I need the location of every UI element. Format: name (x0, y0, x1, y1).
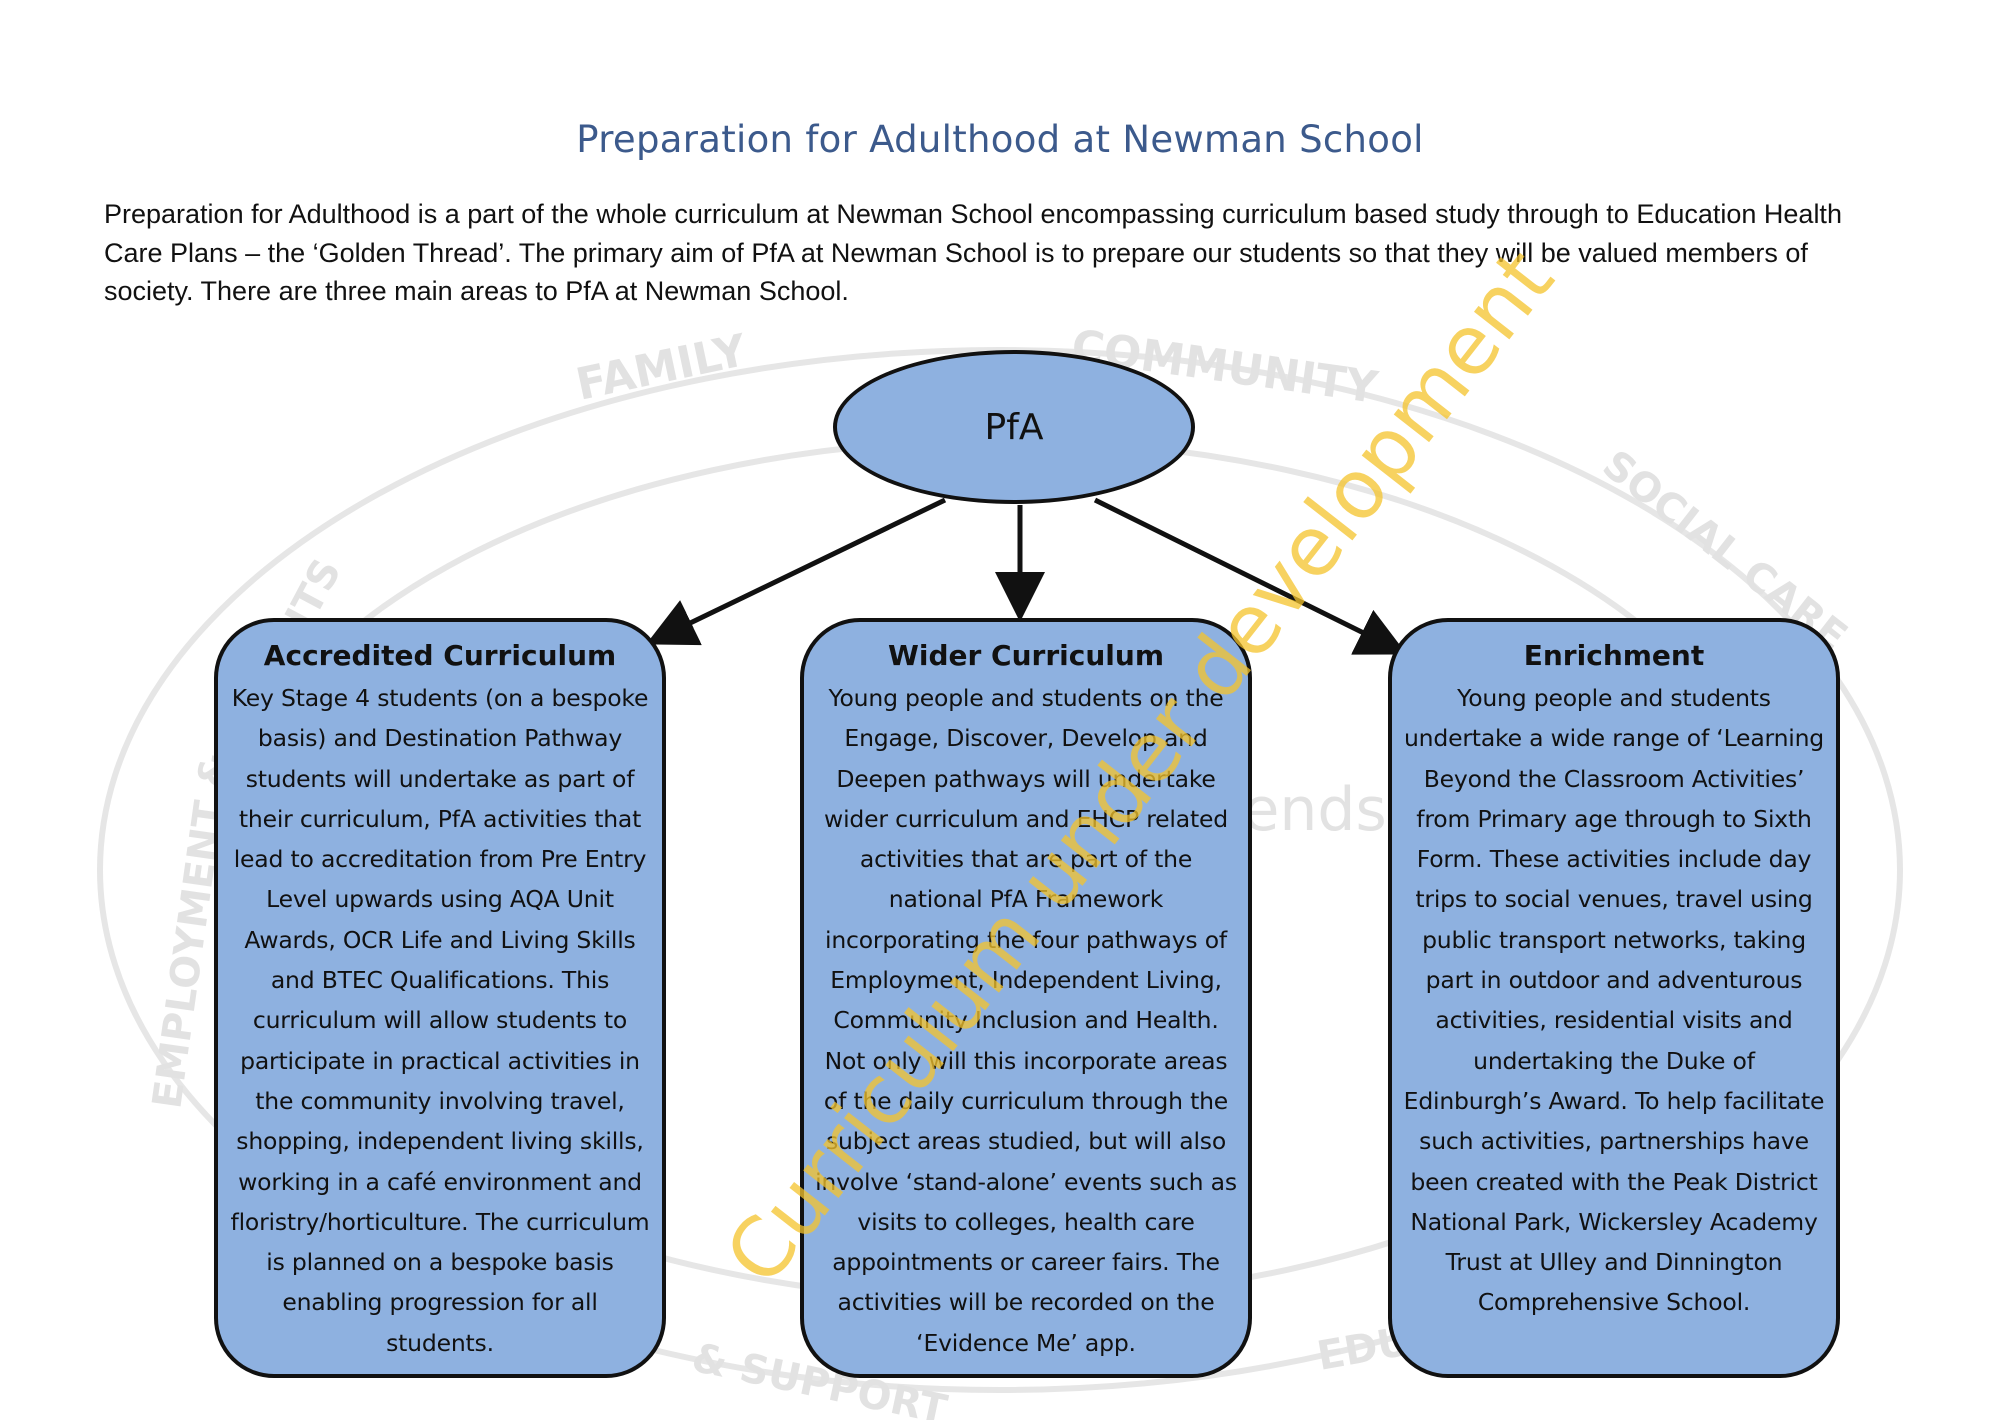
accredited-curriculum-title: Accredited Curriculum (228, 634, 652, 678)
pfa-root-node: PfA (833, 350, 1195, 504)
enrichment-body: Young people and students undertake a wi… (1402, 678, 1826, 1323)
accredited-curriculum-body: Key Stage 4 students (on a bespoke basis… (228, 678, 652, 1363)
enrichment-title: Enrichment (1402, 634, 1826, 678)
enrichment-node: Enrichment Young people and students und… (1388, 618, 1840, 1378)
accredited-curriculum-node: Accredited Curriculum Key Stage 4 studen… (214, 618, 666, 1378)
